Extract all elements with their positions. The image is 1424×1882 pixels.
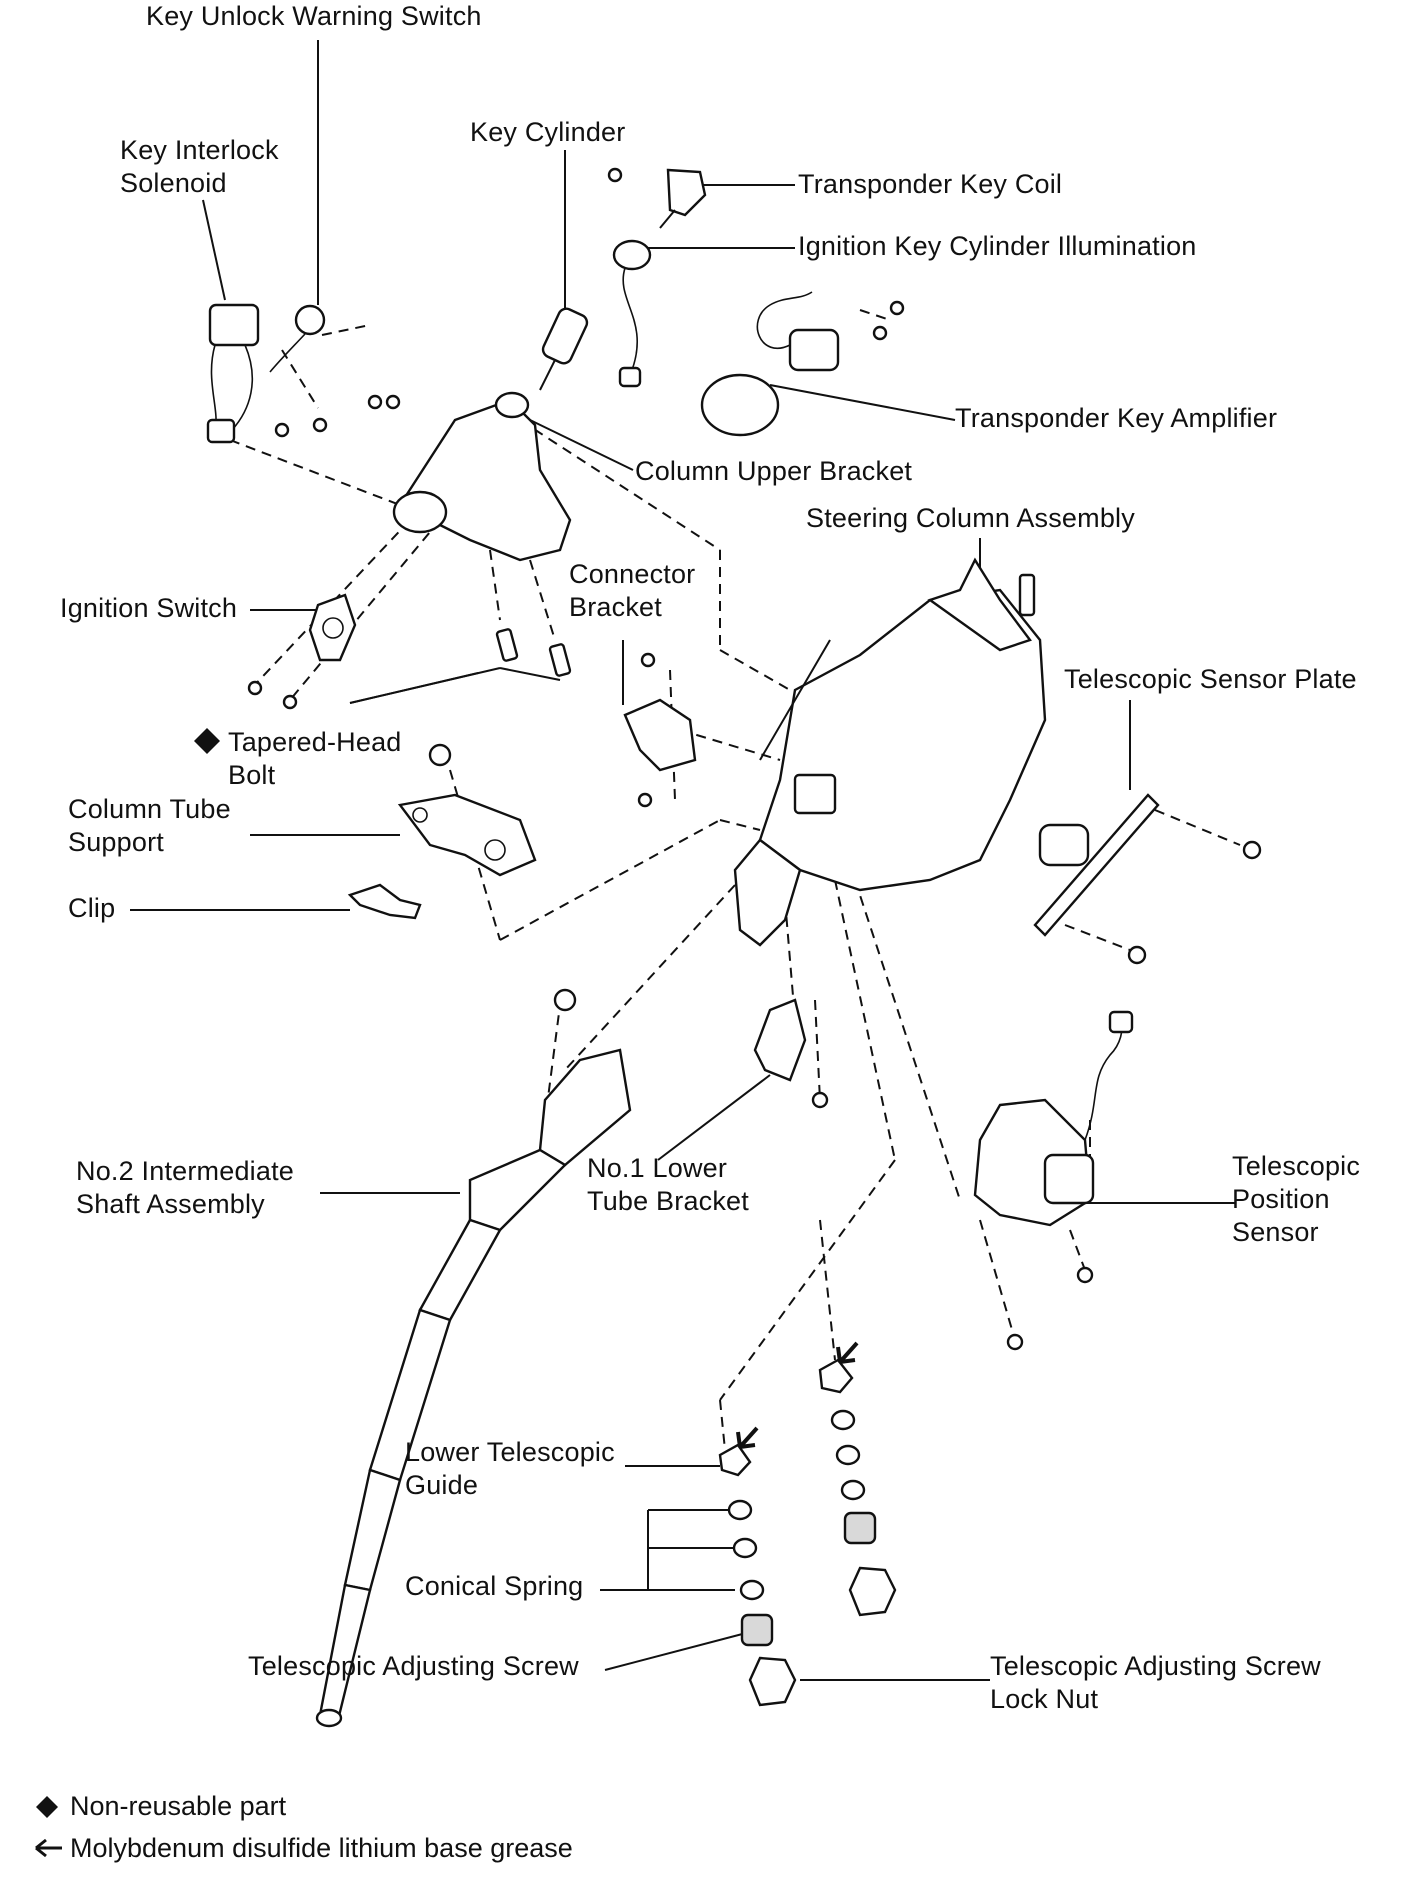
label-key-unlock-warning-switch: Key Unlock Warning Switch xyxy=(146,1,482,31)
column-tube-support-part xyxy=(397,743,537,877)
label-transponder-key-coil: Transponder Key Coil xyxy=(798,169,1063,199)
label-column-tube-support: Column Tube Support xyxy=(68,794,231,857)
label-telescopic-adjusting-screw: Telescopic Adjusting Screw xyxy=(248,1651,579,1681)
tapered-head-bolt-part xyxy=(495,628,572,677)
key-unlock-warning-switch-part xyxy=(269,304,401,438)
label-column-upper-bracket: Column Upper Bracket xyxy=(635,456,913,486)
assembly-dashed-lines xyxy=(229,309,1241,1451)
ignition-switch-part xyxy=(247,593,357,710)
label-transponder-key-amplifier: Transponder Key Amplifier xyxy=(955,403,1278,433)
no2-intermediate-shaft-part xyxy=(315,988,632,1728)
ignition-key-cylinder-illumination-part xyxy=(612,239,652,388)
clip-part xyxy=(347,883,422,920)
connector-bracket-part xyxy=(623,652,697,808)
label-ignition-key-cylinder-illumination: Ignition Key Cylinder Illumination xyxy=(798,231,1197,261)
transponder-key-coil-part xyxy=(607,167,707,229)
label-telescopic-position-sensor: Telescopic Position Sensor xyxy=(1232,1151,1361,1247)
legend-non-reusable-part: Non-reusable part xyxy=(70,1791,287,1821)
label-telescopic-sensor-plate: Telescopic Sensor Plate xyxy=(1064,664,1357,694)
label-key-cylinder: Key Cylinder xyxy=(470,117,626,147)
label-clip: Clip xyxy=(68,893,116,923)
non-reusable-diamond-icon xyxy=(194,728,220,754)
key-interlock-solenoid-part xyxy=(206,303,260,444)
lower-telescopic-guide-part xyxy=(718,1443,797,1707)
label-connector-bracket: Connector Bracket xyxy=(569,559,696,622)
column-upper-bracket-part xyxy=(392,391,572,562)
key-cylinder-part xyxy=(539,307,589,391)
steering-column-assembly-part xyxy=(733,557,1090,947)
telescopic-sensor-plate-part xyxy=(1033,793,1262,965)
legend-diamond-icon xyxy=(36,1796,58,1818)
leader-lines xyxy=(130,40,1235,1681)
label-lower-telescopic-guide: Lower Telescopic Guide xyxy=(405,1437,615,1500)
label-steering-column-assembly: Steering Column Assembly xyxy=(806,503,1135,533)
label-no1-lower-tube-bracket: No.1 Lower Tube Bracket xyxy=(587,1153,749,1216)
label-ignition-switch: Ignition Switch xyxy=(60,593,238,623)
legend-molybdenum-grease: Molybdenum disulfide lithium base grease xyxy=(70,1833,573,1863)
label-telescopic-adjusting-screw-lock-nut: Telescopic Adjusting Screw Lock Nut xyxy=(990,1651,1321,1714)
label-tapered-head-bolt: Tapered-Head Bolt xyxy=(228,727,402,790)
transponder-key-amplifier-part xyxy=(700,291,905,437)
grease-arrow-icon xyxy=(736,1341,859,1449)
legend-grease-icon xyxy=(35,1838,62,1858)
no1-lower-tube-bracket-part xyxy=(753,998,829,1109)
label-conical-spring: Conical Spring xyxy=(405,1571,584,1601)
label-no2-intermediate-shaft-assembly: No.2 Intermediate Shaft Assembly xyxy=(76,1156,295,1219)
label-key-interlock-solenoid: Key Interlock Solenoid xyxy=(120,135,279,198)
telescopic-guide-stack-right xyxy=(818,1358,897,1617)
telescopic-position-sensor-part xyxy=(973,1010,1134,1351)
